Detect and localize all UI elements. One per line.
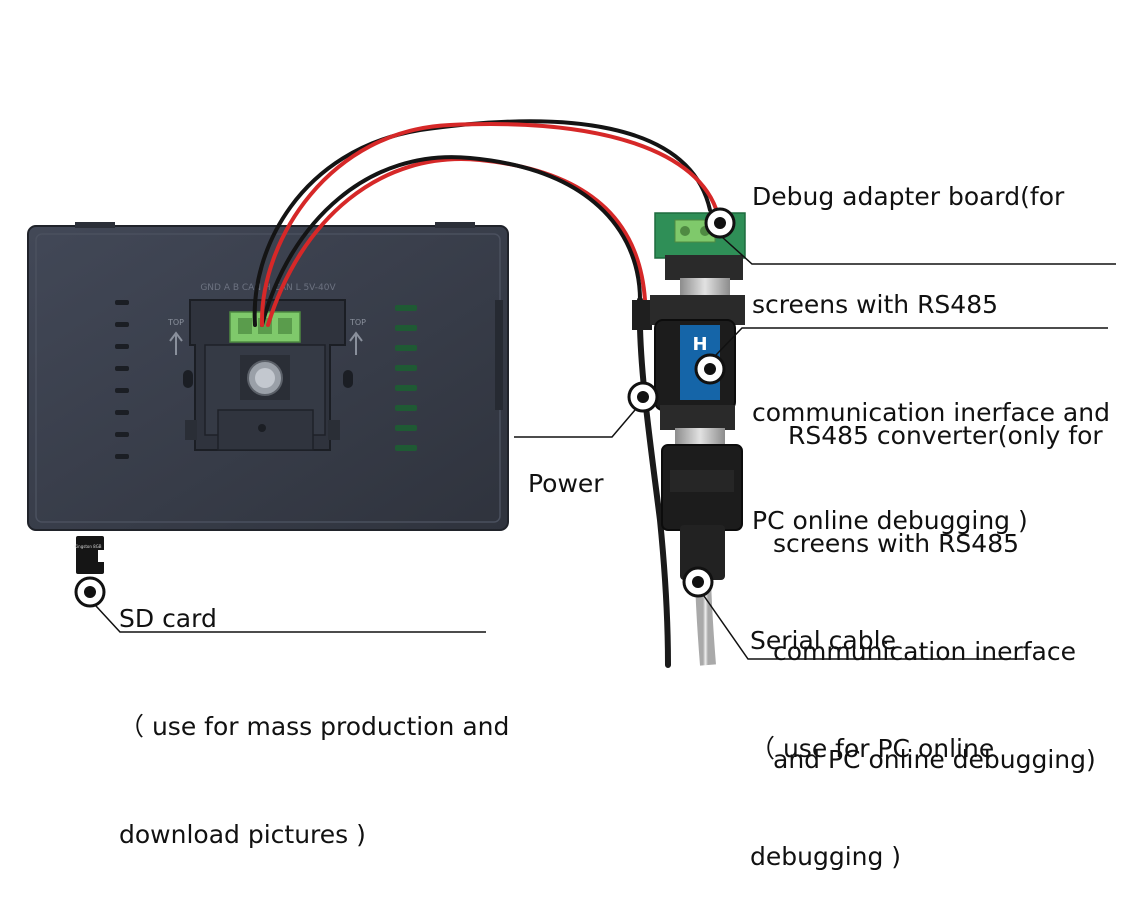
photo-drawing: GND A B CAN H CAN L 5V-40V TOP TOP H <box>27 119 1116 668</box>
label-line: communication inerface <box>773 637 1076 666</box>
label-serial-cable: Serial cable （ use for PC online debuggi… <box>750 551 994 911</box>
top-arrow-right <box>349 331 363 355</box>
label-debug-board: Debug adapter board(for screens with RS4… <box>752 107 1110 575</box>
label-line: screens with RS485 <box>773 529 1020 558</box>
marker-debug-board <box>704 207 736 239</box>
label-line: （ use for PC online <box>750 734 995 763</box>
label-line: PC online debugging ) <box>752 506 1028 535</box>
callout-markers <box>74 207 736 608</box>
leader-power <box>514 409 636 438</box>
hmi-device <box>27 222 509 531</box>
illustration: GND A B CAN H CAN L 5V-40V TOP TOP H <box>27 107 1116 871</box>
label-rs485: RS485 converter(only for screens with RS… <box>773 346 1103 814</box>
label-line: SD card <box>119 604 217 633</box>
leader-serial-cable <box>703 595 1024 660</box>
label-line: screens with RS485 <box>752 290 999 319</box>
label-power: Power <box>528 394 604 538</box>
leader-lines <box>95 236 1116 660</box>
label-line: and PC online debugging) <box>773 745 1096 774</box>
label-sd-card: SD card （ use for mass production and do… <box>119 529 509 889</box>
top-arrow-left <box>169 331 183 355</box>
marker-power <box>627 381 659 413</box>
leader-debug-board <box>721 236 1116 265</box>
power-wires <box>252 119 720 327</box>
power-cable <box>632 297 671 668</box>
vent-slots-left <box>115 300 129 459</box>
label-line: communication inerface and <box>752 398 1110 427</box>
silkscreen-header: GND A B CAN H CAN L 5V-40V <box>200 283 336 293</box>
debug-adapter-board <box>654 212 746 298</box>
vent-slots-right <box>395 305 417 451</box>
label-line: download pictures ) <box>119 820 366 849</box>
sd-card-print: Kingston 8GB <box>74 544 101 549</box>
label-line: （ use for mass production and <box>119 712 510 741</box>
marker-sd-card <box>74 576 106 608</box>
label-line: debugging ) <box>750 842 902 871</box>
svg-text:H: H <box>692 334 707 355</box>
silkscreen-top-left: TOP <box>167 318 184 327</box>
marker-serial-cable <box>682 566 714 598</box>
label-line: RS485 converter(only for <box>788 421 1103 450</box>
label-line: Debug adapter board(for <box>752 182 1065 211</box>
label-line: Serial cable <box>750 626 896 655</box>
sd-card <box>76 536 104 574</box>
label-line: Power <box>528 469 604 498</box>
leader-rs485 <box>715 327 1108 356</box>
silkscreen-top-right: TOP <box>349 318 366 327</box>
marker-rs485 <box>694 353 726 385</box>
leader-sd-card <box>95 605 486 633</box>
